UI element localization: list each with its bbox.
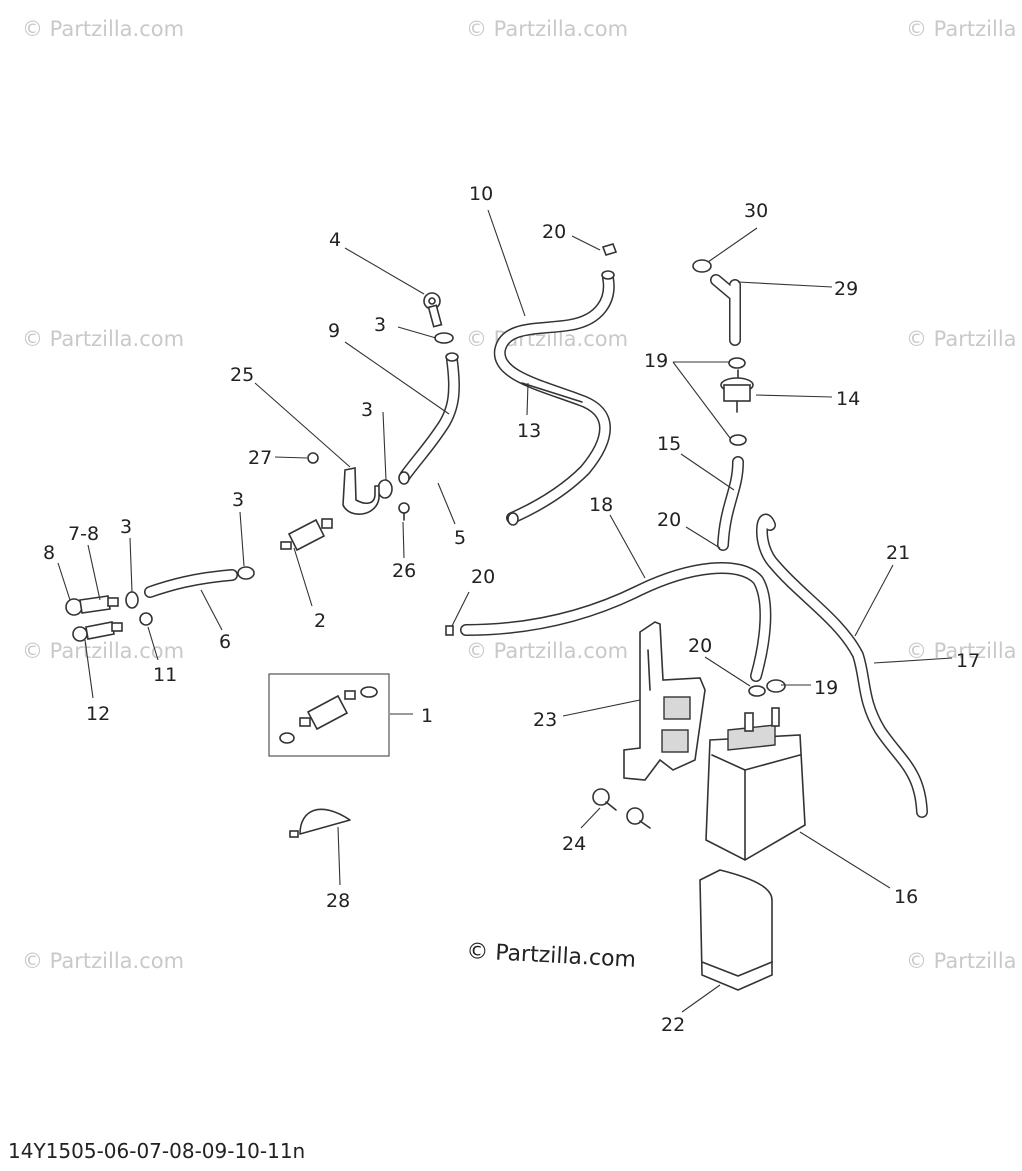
callout-3[interactable]: 3 (374, 314, 386, 336)
hose-21[interactable] (756, 513, 928, 818)
clamp-3-left[interactable] (125, 591, 139, 609)
watermark: © Partzilla.com (22, 639, 184, 663)
callout-13[interactable]: 13 (517, 420, 541, 442)
callout-20[interactable]: 20 (542, 221, 566, 243)
callout-15[interactable]: 15 (657, 433, 681, 455)
clamp-19-canister[interactable] (766, 679, 786, 693)
callout-10[interactable]: 10 (469, 183, 493, 205)
watermark: © Partzilla (906, 639, 1017, 663)
diagram-code: 14Y1505-06-07-08-09-10-11n (8, 1139, 306, 1163)
connector-8[interactable] (65, 595, 119, 616)
screw-26[interactable] (398, 502, 410, 521)
nut-27[interactable] (307, 452, 319, 464)
callout-14[interactable]: 14 (836, 388, 860, 410)
bracket-23[interactable] (623, 621, 706, 781)
callout-16[interactable]: 16 (894, 886, 918, 908)
callout-11[interactable]: 11 (153, 664, 177, 686)
bracket-25[interactable] (342, 467, 380, 515)
callout-25[interactable]: 25 (230, 364, 254, 386)
callout-21[interactable]: 21 (886, 542, 910, 564)
callouts: 1 2 3 3 3 3 4 5 6 7-8 8 9 10 11 12 13 14… (43, 183, 980, 1036)
callout-24[interactable]: 24 (562, 833, 586, 855)
clamp-3-mid[interactable] (377, 479, 393, 499)
hose-9[interactable] (398, 352, 460, 485)
cover-22[interactable] (699, 869, 773, 991)
watermark: © Partzilla (906, 949, 1017, 973)
callout-4[interactable]: 4 (329, 229, 341, 251)
fitting-4[interactable] (423, 292, 443, 328)
callout-8[interactable]: 8 (43, 542, 55, 564)
callout-18[interactable]: 18 (589, 494, 613, 516)
callout-20[interactable]: 20 (471, 566, 495, 588)
callout-28[interactable]: 28 (326, 890, 350, 912)
watermark: © Partzilla.com (22, 17, 184, 41)
hose-18[interactable] (460, 561, 772, 682)
filter-kit-1[interactable] (268, 673, 390, 757)
clamp-20-canister[interactable] (748, 685, 766, 697)
bolt-24[interactable] (592, 788, 651, 829)
callout-23[interactable]: 23 (533, 709, 557, 731)
clamp-30[interactable] (692, 259, 712, 273)
watermarks: © Partzilla.com © Partzilla.com © Partzi… (22, 17, 1017, 973)
callout-29[interactable]: 29 (834, 278, 858, 300)
callout-20[interactable]: 20 (657, 509, 681, 531)
callout-5[interactable]: 5 (454, 527, 466, 549)
callout-26[interactable]: 26 (392, 560, 416, 582)
watermark: © Partzilla.com (466, 17, 628, 41)
callout-3[interactable]: 3 (120, 516, 132, 538)
callout-19[interactable]: 19 (644, 350, 668, 372)
callout-22[interactable]: 22 (661, 1014, 685, 1036)
watermark: © Partzilla.com (22, 949, 184, 973)
watermark: © Partzilla (906, 17, 1017, 41)
copyright-text: © Partzilla.com (466, 939, 637, 973)
callout-19[interactable]: 19 (814, 677, 838, 699)
clamp-3-filter[interactable] (237, 566, 255, 580)
clamp-3-upper[interactable] (434, 332, 454, 344)
watermark: © Partzilla (906, 327, 1017, 351)
hose-15[interactable] (717, 456, 744, 551)
callout-6[interactable]: 6 (219, 631, 231, 653)
callout-20[interactable]: 20 (688, 635, 712, 657)
canister-16[interactable] (705, 707, 806, 861)
callout-1[interactable]: 1 (421, 705, 433, 727)
clamp-20-top[interactable] (601, 243, 618, 256)
fuel-filter-2[interactable] (280, 518, 333, 552)
connector-12[interactable] (72, 621, 123, 642)
hose-29[interactable] (710, 274, 741, 346)
clamp-11[interactable] (139, 612, 153, 626)
callout-30[interactable]: 30 (744, 200, 768, 222)
clamp-19-lower[interactable] (729, 434, 747, 446)
watermark: © Partzilla.com (466, 639, 628, 663)
strap-28[interactable] (289, 808, 351, 838)
hose-10[interactable] (493, 270, 615, 526)
callout-12[interactable]: 12 (86, 703, 110, 725)
callout-3[interactable]: 3 (361, 399, 373, 421)
callout-7-8[interactable]: 7-8 (68, 523, 99, 545)
callout-9[interactable]: 9 (328, 320, 340, 342)
hose-6[interactable] (144, 569, 238, 598)
watermark: © Partzilla.com (22, 327, 184, 351)
clamp-20-left[interactable] (445, 625, 454, 636)
callout-3[interactable]: 3 (232, 489, 244, 511)
callout-2[interactable]: 2 (314, 610, 326, 632)
valve-14[interactable] (720, 369, 754, 413)
leader-lines (57, 209, 953, 1013)
callout-27[interactable]: 27 (248, 447, 272, 469)
callout-17[interactable]: 17 (956, 650, 980, 672)
clamp-19-upper[interactable] (728, 357, 746, 369)
